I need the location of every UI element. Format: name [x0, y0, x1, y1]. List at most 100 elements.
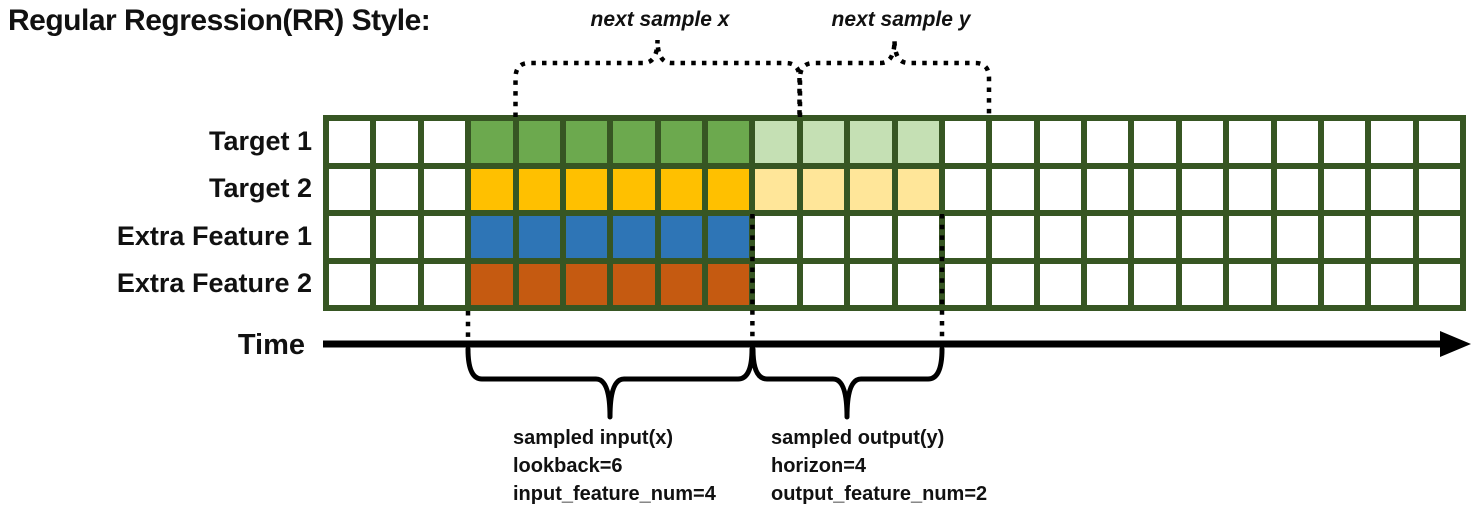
output-feature-num-value: output_feature_num=2 [771, 483, 988, 505]
grid-cell-r3-c1-empty [376, 263, 418, 305]
horizon-value: horizon=4 [771, 455, 867, 477]
lookback-value: lookback=6 [513, 455, 623, 477]
grid-cell-r3-c7-orange [660, 263, 702, 305]
grid-cell-r3-c16-empty [1087, 263, 1129, 305]
next-sample-y-brace [797, 39, 992, 117]
grid-cell-r3-c8-orange [708, 263, 750, 305]
grid-cell-r2-c0-empty [329, 216, 371, 258]
grid-cell-r3-c4-orange [518, 263, 560, 305]
grid-cell-r2-c22-empty [1371, 216, 1413, 258]
grid-cell-r3-c13-empty [944, 263, 987, 305]
grid-cell-r0-c19-empty [1229, 121, 1271, 163]
grid-cell-r3-c10-empty [802, 263, 845, 305]
grid-cell-r1-c3-gold [471, 168, 513, 210]
grid-cell-r0-c18-empty [1181, 121, 1224, 163]
timeseries-grid [323, 115, 1466, 311]
grid-cell-r0-c21-empty [1323, 121, 1366, 163]
grid-cell-r0-c23-empty [1418, 121, 1460, 163]
row-label-extra-feature-2: Extra Feature 2 [116, 268, 312, 298]
grid-cell-r0-c3-green [471, 121, 513, 163]
next-sample-y-label: next sample y [831, 8, 971, 31]
grid-cell-r1-c17-empty [1134, 168, 1176, 210]
sampled-input-brace [465, 346, 755, 420]
row-label-target-2: Target 2 [208, 173, 312, 203]
grid-cell-r3-c5-orange [565, 263, 608, 305]
grid-cell-r2-c6-blue [613, 216, 655, 258]
grid-cell-r2-c1-empty [376, 216, 418, 258]
grid-cell-r2-c12-empty [897, 216, 939, 258]
grid-cell-r3-c18-empty [1181, 263, 1224, 305]
grid-cell-r1-c16-empty [1087, 168, 1129, 210]
sampled-output-title: sampled output(y) [771, 427, 945, 449]
page-title: Regular Regression(RR) Style: [8, 4, 431, 37]
grid-cell-r1-c19-empty [1229, 168, 1271, 210]
grid-cell-r0-c1-empty [376, 121, 418, 163]
grid-cell-r3-c23-empty [1418, 263, 1460, 305]
grid-cell-r3-c15-empty [1039, 263, 1081, 305]
grid-cell-r0-c12-light_green [897, 121, 939, 163]
grid-cell-r3-c11-empty [850, 263, 892, 305]
grid-cell-r2-c8-blue [708, 216, 750, 258]
grid-cell-r1-c5-gold [565, 168, 608, 210]
grid-cell-r1-c9-light_gold [755, 168, 797, 210]
grid-cell-r2-c10-empty [802, 216, 845, 258]
grid-cell-r0-c8-green [708, 121, 750, 163]
grid-cell-r1-c6-gold [613, 168, 655, 210]
grid-cell-r2-c15-empty [1039, 216, 1081, 258]
grid-cell-r0-c0-empty [329, 121, 371, 163]
grid-cell-r2-c19-empty [1229, 216, 1271, 258]
grid-cell-r1-c15-empty [1039, 168, 1081, 210]
grid-cell-r2-c18-empty [1181, 216, 1224, 258]
grid-cell-r2-c2-empty [423, 216, 466, 258]
time-axis-arrowhead [1440, 331, 1471, 357]
grid-cell-r1-c21-empty [1323, 168, 1366, 210]
grid-cell-r0-c10-light_green [802, 121, 845, 163]
grid-cell-r0-c17-empty [1134, 121, 1176, 163]
grid-cell-r1-c0-empty [329, 168, 371, 210]
grid-cell-r2-c3-blue [471, 216, 513, 258]
grid-cell-r2-c7-blue [660, 216, 702, 258]
grid-cell-r3-c0-empty [329, 263, 371, 305]
grid-cell-r0-c20-empty [1276, 121, 1318, 163]
grid-cell-r0-c7-green [660, 121, 702, 163]
input-feature-num-value: input_feature_num=4 [513, 483, 716, 505]
grid-cell-r1-c1-empty [376, 168, 418, 210]
grid-cell-r3-c17-empty [1134, 263, 1176, 305]
grid-cell-r1-c14-empty [992, 168, 1034, 210]
grid-cell-r1-c11-light_gold [850, 168, 892, 210]
next-sample-x-brace [513, 39, 802, 117]
grid-cell-r3-c12-empty [897, 263, 939, 305]
grid-cell-r2-c4-blue [518, 216, 560, 258]
grid-cell-r3-c9-empty [755, 263, 797, 305]
grid-cell-r1-c4-gold [518, 168, 560, 210]
grid-cell-r0-c14-empty [992, 121, 1034, 163]
grid-cell-r0-c16-empty [1087, 121, 1129, 163]
sampled-output-annotation: sampled output(y) horizon=4 output_featu… [771, 424, 987, 508]
grid-cell-r0-c22-empty [1371, 121, 1413, 163]
grid-cell-r2-c9-empty [755, 216, 797, 258]
row-label-target-1: Target 1 [208, 126, 312, 156]
grid-cell-r3-c21-empty [1323, 263, 1366, 305]
grid-cell-r3-c14-empty [992, 263, 1034, 305]
grid-cell-r3-c20-empty [1276, 263, 1318, 305]
grid-cell-r0-c6-green [613, 121, 655, 163]
grid-cell-r0-c5-green [565, 121, 608, 163]
row-label-extra-feature-1: Extra Feature 1 [116, 221, 312, 251]
grid-cell-r0-c11-light_green [850, 121, 892, 163]
grid-cell-r1-c18-empty [1181, 168, 1224, 210]
grid-cell-r0-c2-empty [423, 121, 466, 163]
sampled-input-title: sampled input(x) [513, 427, 674, 449]
grid-cell-r2-c23-empty [1418, 216, 1460, 258]
sampled-input-annotation: sampled input(x) lookback=6 input_featur… [513, 424, 716, 508]
grid-cell-r2-c21-empty [1323, 216, 1366, 258]
grid-cell-r0-c9-light_green [755, 121, 797, 163]
grid-cell-r2-c17-empty [1134, 216, 1176, 258]
grid-cell-r0-c13-empty [944, 121, 987, 163]
grid-cell-r2-c14-empty [992, 216, 1034, 258]
grid-cell-r2-c11-empty [850, 216, 892, 258]
next-sample-x-label: next sample x [590, 8, 730, 31]
time-axis-label: Time [237, 329, 305, 361]
grid-cell-r1-c7-gold [660, 168, 702, 210]
grid-cell-r2-c20-empty [1276, 216, 1318, 258]
